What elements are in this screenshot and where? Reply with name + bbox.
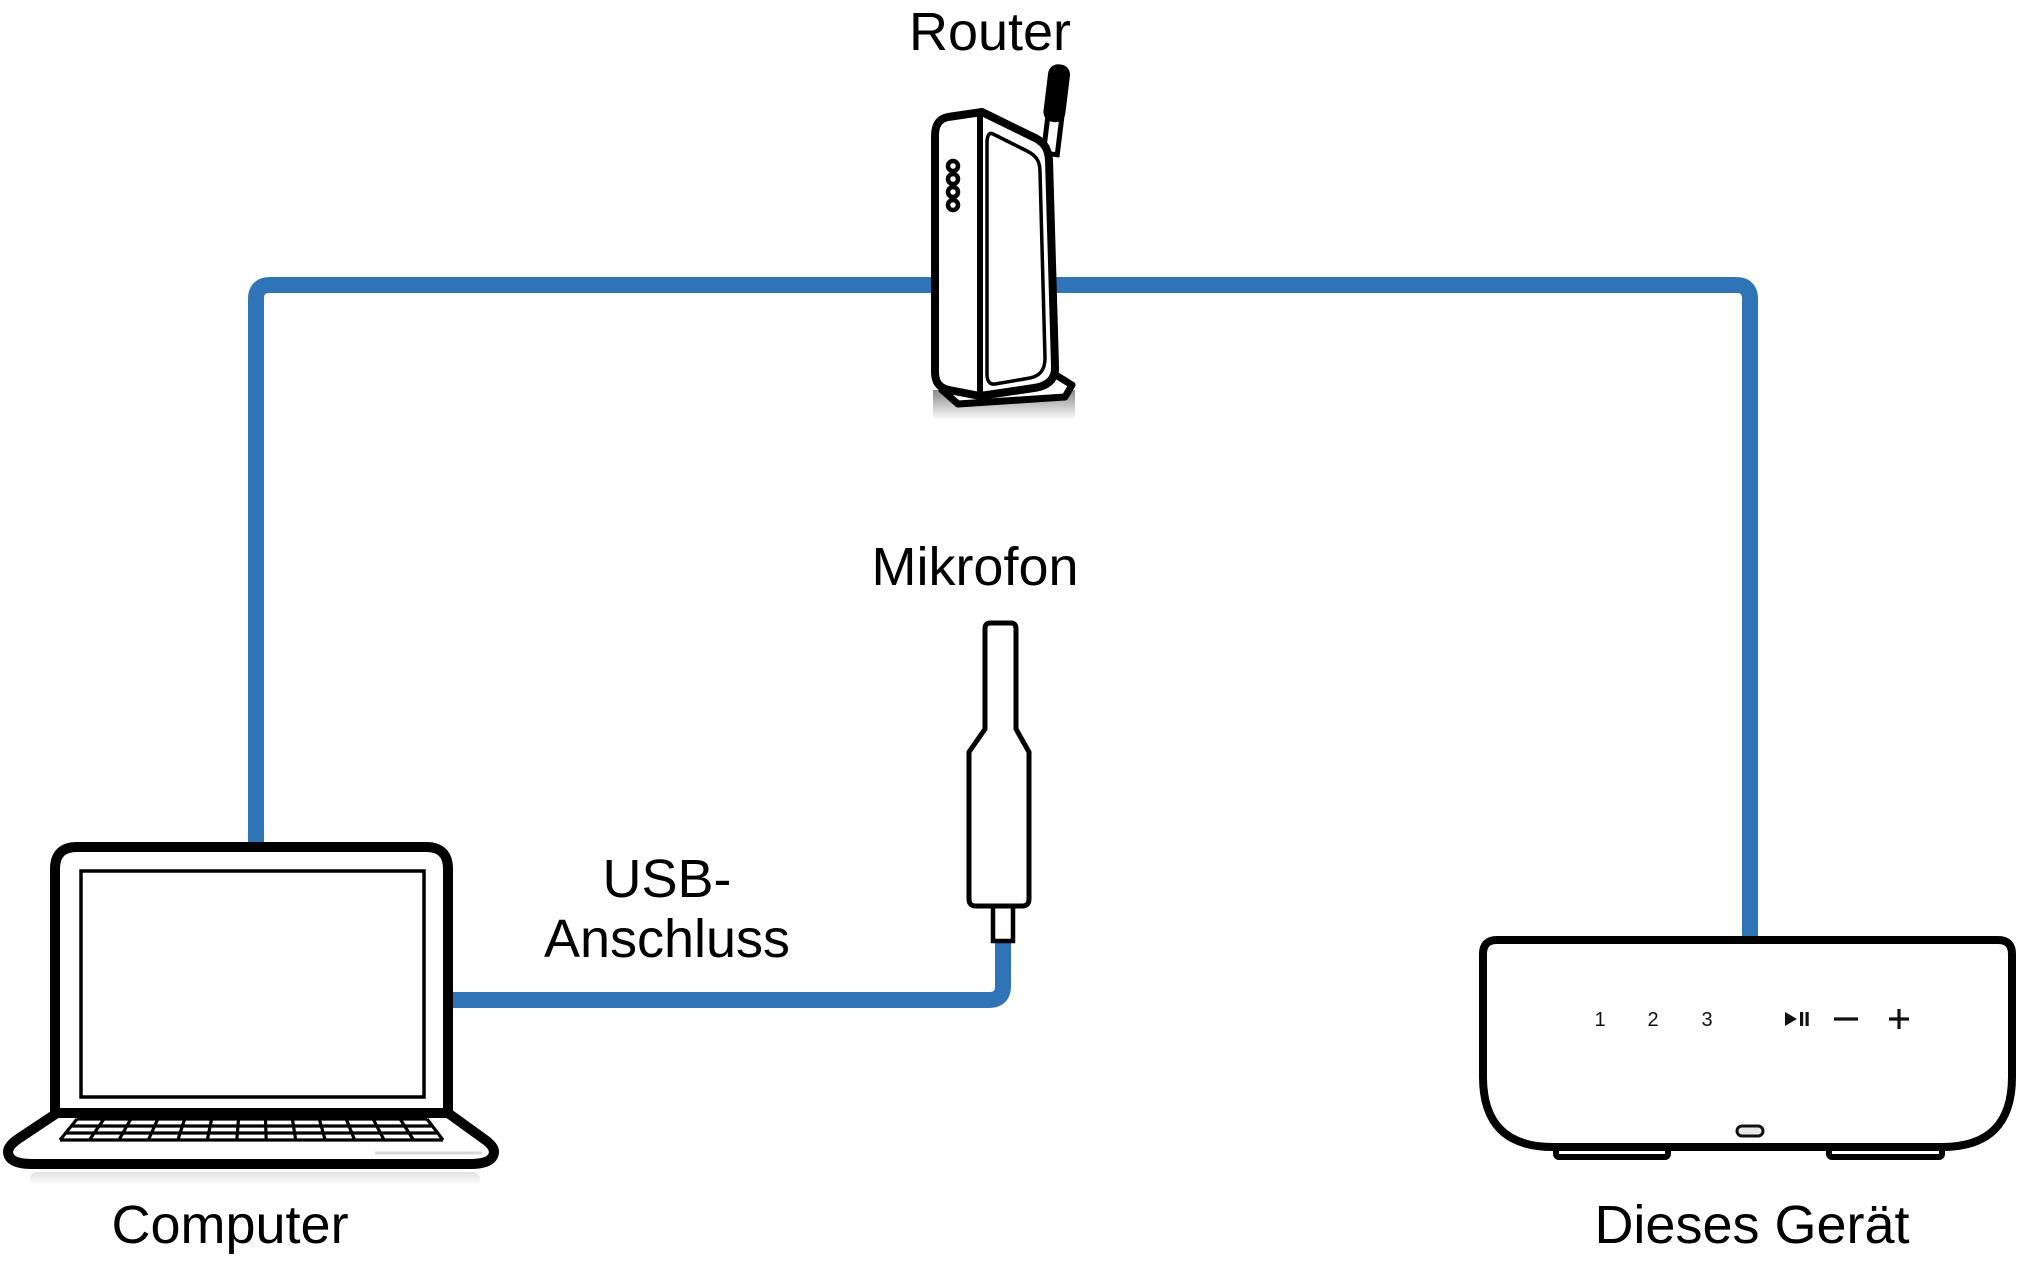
usb-connection-label-line1: USB-	[602, 849, 731, 909]
laptop-illustration	[3, 842, 499, 1186]
router-led-indicators	[945, 158, 961, 213]
router-illustration	[931, 64, 1076, 420]
microphone-plug	[990, 900, 1016, 944]
laptop-screen-display	[79, 869, 426, 1099]
volume-up-icon	[1889, 1009, 1909, 1029]
device-label: Dieses Gerät	[1594, 1195, 1909, 1255]
microphone-illustration	[966, 620, 1032, 944]
router-body	[931, 108, 1060, 400]
computer-label: Computer	[111, 1195, 348, 1255]
microphone-body	[966, 620, 1032, 909]
speaker-preset-button-2: 2	[1647, 1009, 1658, 1031]
speaker-preset-button-1: 1	[1594, 1009, 1605, 1031]
microphone-label: Mikrofon	[871, 537, 1078, 597]
speaker-body	[1479, 936, 2016, 1151]
play-pause-icon	[1785, 1012, 1809, 1026]
laptop-shadow	[30, 1172, 480, 1186]
speaker-status-light	[1735, 1124, 1765, 1138]
speaker-preset-button-3: 3	[1701, 1009, 1712, 1031]
usb-cable-line	[446, 938, 1011, 1008]
usb-connection-label-line2: Anschluss	[544, 909, 790, 969]
speaker-illustration: 1 2 3	[1479, 936, 2016, 1160]
router-label: Router	[909, 2, 1071, 62]
router-front-inner-line	[985, 131, 1047, 386]
laptop-keyboard	[58, 1117, 445, 1142]
